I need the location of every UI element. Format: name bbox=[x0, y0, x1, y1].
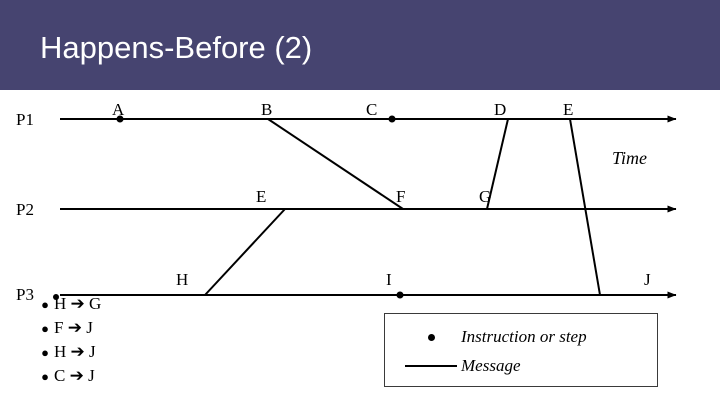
relation-text: C ➔ J bbox=[54, 366, 95, 385]
list-item: ● C ➔ J bbox=[36, 366, 206, 390]
event-label-e: E bbox=[256, 187, 267, 206]
legend-label-message: Message bbox=[461, 356, 521, 375]
event-dot-i bbox=[396, 291, 404, 299]
message-line-icon bbox=[401, 365, 461, 367]
event-label-d: D bbox=[494, 100, 507, 119]
list-item: ● H ➔ G bbox=[36, 294, 206, 318]
process-label-p1: P1 bbox=[16, 110, 34, 129]
legend-label-instruction: Instruction or step bbox=[461, 327, 587, 346]
relation-text: H ➔ G bbox=[54, 294, 102, 313]
bullet-icon: ● bbox=[41, 369, 49, 384]
event-label-i: I bbox=[386, 270, 392, 289]
event-label-c: C bbox=[366, 100, 378, 119]
message-e1-to-j bbox=[569, 118, 601, 296]
relations-list: ● H ➔ G ● F ➔ J ● H ➔ J ● C ➔ J bbox=[36, 294, 206, 390]
legend: Instruction or step Message bbox=[384, 313, 658, 387]
event-label-e1: E bbox=[563, 100, 574, 119]
time-axis-label: Time bbox=[612, 148, 648, 168]
event-dot-c bbox=[388, 115, 396, 123]
event-label-a: A bbox=[112, 100, 125, 119]
event-label-j: J bbox=[644, 270, 651, 289]
instruction-dot-icon bbox=[401, 333, 461, 341]
legend-item-instruction: Instruction or step bbox=[401, 322, 651, 352]
bullet-icon: ● bbox=[41, 345, 49, 360]
event-label-b: B bbox=[261, 100, 273, 119]
event-label-h: H bbox=[176, 270, 189, 289]
message-h-to-e bbox=[204, 208, 286, 296]
event-dot-p3-start bbox=[53, 294, 59, 300]
process-label-p3: P3 bbox=[16, 285, 34, 304]
list-item: ● F ➔ J bbox=[36, 318, 206, 342]
relation-text: F ➔ J bbox=[54, 318, 93, 337]
relation-text: H ➔ J bbox=[54, 342, 96, 361]
message-g-to-d bbox=[486, 118, 509, 210]
title-band bbox=[0, 0, 720, 90]
bullet-icon: ● bbox=[41, 297, 49, 312]
event-label-f: F bbox=[396, 187, 406, 206]
event-dot-a bbox=[116, 115, 124, 123]
legend-item-message: Message bbox=[401, 352, 651, 380]
bullet-icon: ● bbox=[41, 321, 49, 336]
page-title: Happens-Before (2) bbox=[40, 30, 313, 65]
process-label-p2: P2 bbox=[16, 200, 34, 219]
message-b-to-f bbox=[267, 118, 404, 210]
list-item: ● H ➔ J bbox=[36, 342, 206, 366]
